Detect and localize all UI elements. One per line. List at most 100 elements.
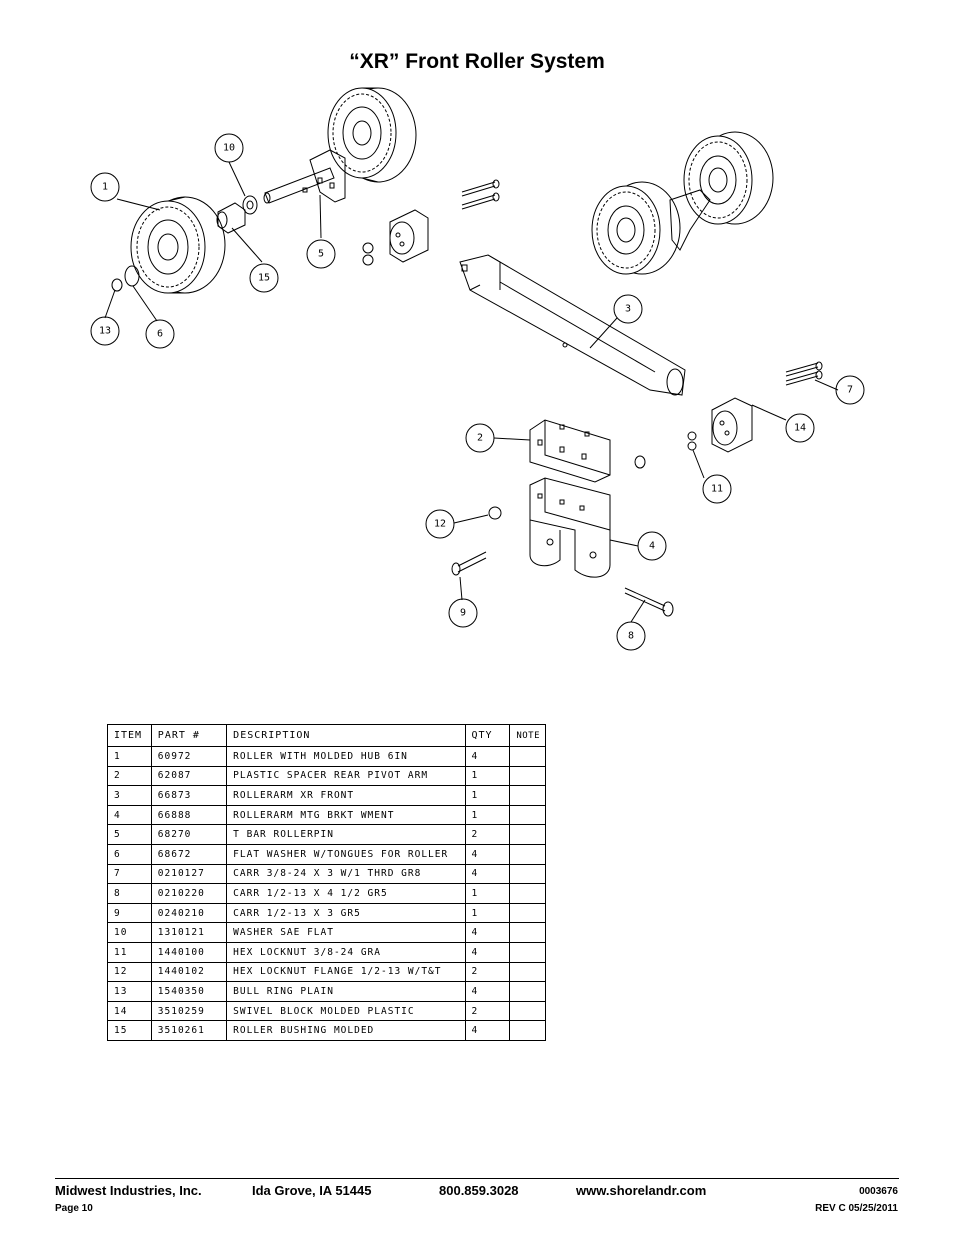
cell-qty: 1 bbox=[464, 765, 511, 787]
cell-description: ROLLER WITH MOLDED HUB 6IN bbox=[226, 746, 466, 767]
swivel-block-right bbox=[711, 397, 753, 453]
cell-qty: 4 bbox=[464, 746, 511, 767]
cell-part: 1310121 bbox=[150, 922, 228, 943]
roller-right-upper bbox=[683, 131, 774, 225]
cell-description: FLAT WASHER W/TONGUES FOR ROLLER bbox=[226, 843, 466, 865]
cell-item: 12 bbox=[107, 961, 152, 983]
cell-note bbox=[509, 765, 546, 787]
cell-note bbox=[509, 902, 546, 924]
cell-qty: 4 bbox=[464, 922, 511, 943]
cell-item: 14 bbox=[107, 1000, 152, 1022]
cell-qty: 2 bbox=[464, 824, 511, 845]
footer-doc-number: 0003676 bbox=[859, 1186, 898, 1197]
footer-location: Ida Grove, IA 51445 bbox=[252, 1183, 372, 1198]
roller-left bbox=[130, 196, 226, 294]
cell-item: 13 bbox=[107, 981, 152, 1002]
roller-upper-left bbox=[327, 87, 417, 183]
plastic-spacer bbox=[529, 419, 611, 483]
carriage-bolts-upper bbox=[461, 179, 500, 210]
header-note: NOTE bbox=[509, 724, 546, 747]
cell-item: 3 bbox=[107, 785, 152, 806]
cell-item: 6 bbox=[107, 843, 152, 865]
cell-description: WASHER SAE FLAT bbox=[226, 922, 466, 943]
footer-phone: 800.859.3028 bbox=[439, 1183, 519, 1198]
cell-qty: 4 bbox=[464, 981, 511, 1002]
rollerarm-xr-front bbox=[459, 254, 686, 396]
callout-12: 12 bbox=[434, 519, 446, 530]
footer-revision: REV C 05/25/2011 bbox=[815, 1203, 898, 1214]
cell-qty: 4 bbox=[464, 1020, 511, 1041]
footer-company: Midwest Industries, Inc. bbox=[55, 1183, 202, 1198]
cell-qty: 4 bbox=[464, 863, 511, 885]
cell-part: 1440100 bbox=[150, 941, 228, 963]
cell-qty: 2 bbox=[464, 961, 511, 983]
callout-7: 7 bbox=[847, 385, 853, 396]
cell-part: 68270 bbox=[150, 824, 228, 845]
cell-description: CARR 1/2-13 X 3 GR5 bbox=[226, 902, 466, 924]
page-title: “XR” Front Roller System bbox=[349, 50, 605, 73]
cell-note bbox=[509, 941, 546, 963]
callout-2: 2 bbox=[477, 433, 483, 444]
footer-divider bbox=[55, 1178, 899, 1179]
callout-1: 1 bbox=[102, 182, 108, 193]
cell-item: 7 bbox=[107, 863, 152, 885]
cell-item: 8 bbox=[107, 883, 152, 904]
cell-item: 4 bbox=[107, 804, 152, 826]
cell-note bbox=[509, 785, 546, 806]
header-part: PART # bbox=[150, 724, 228, 747]
cell-item: 5 bbox=[107, 824, 152, 845]
cell-part: 0210127 bbox=[150, 863, 228, 885]
cell-part: 0240210 bbox=[150, 902, 228, 924]
carriage-bolts-right bbox=[785, 361, 823, 386]
cell-item: 2 bbox=[107, 765, 152, 787]
callout-13: 13 bbox=[99, 326, 111, 337]
callout-6: 6 bbox=[157, 329, 163, 340]
cell-item: 11 bbox=[107, 941, 152, 963]
cell-part: 3510261 bbox=[150, 1020, 228, 1041]
cell-item: 1 bbox=[107, 746, 152, 767]
cell-description: ROLLERARM XR FRONT bbox=[226, 785, 466, 806]
callout-9: 9 bbox=[460, 608, 466, 619]
cell-qty: 1 bbox=[464, 785, 511, 806]
washer-sae-flat bbox=[242, 195, 258, 215]
cell-description: CARR 1/2-13 X 4 1/2 GR5 bbox=[226, 883, 466, 904]
callout-14: 14 bbox=[794, 423, 806, 434]
rollerarm-mtg-bracket bbox=[529, 477, 611, 578]
cell-description: BULL RING PLAIN bbox=[226, 981, 466, 1002]
cell-part: 60972 bbox=[150, 746, 228, 767]
cell-qty: 1 bbox=[464, 804, 511, 826]
cell-part: 1540350 bbox=[150, 981, 228, 1002]
header-item: ITEM bbox=[107, 724, 152, 747]
cell-note bbox=[509, 883, 546, 904]
cell-note bbox=[509, 843, 546, 865]
footer-website: www.shorelandr.com bbox=[576, 1183, 707, 1198]
cell-note bbox=[509, 824, 546, 845]
cell-note bbox=[509, 804, 546, 826]
t-bar-rollerpin-upper bbox=[263, 149, 346, 204]
cell-note bbox=[509, 961, 546, 983]
callouts bbox=[90, 133, 865, 651]
cell-description: HEX LOCKNUT 3/8-24 GRA bbox=[226, 941, 466, 963]
cell-item: 10 bbox=[107, 922, 152, 943]
cell-part: 1440102 bbox=[150, 961, 228, 983]
cell-note bbox=[509, 1000, 546, 1022]
cell-qty: 2 bbox=[464, 1000, 511, 1022]
cell-item: 9 bbox=[107, 902, 152, 924]
cell-qty: 1 bbox=[464, 883, 511, 904]
cell-note bbox=[509, 746, 546, 767]
roller-bushing bbox=[216, 202, 246, 234]
carriage-bolt-9 bbox=[451, 551, 487, 576]
cell-description: CARR 3/8-24 X 3 W/1 THRD GR8 bbox=[226, 863, 466, 885]
cell-description: T BAR ROLLERPIN bbox=[226, 824, 466, 845]
